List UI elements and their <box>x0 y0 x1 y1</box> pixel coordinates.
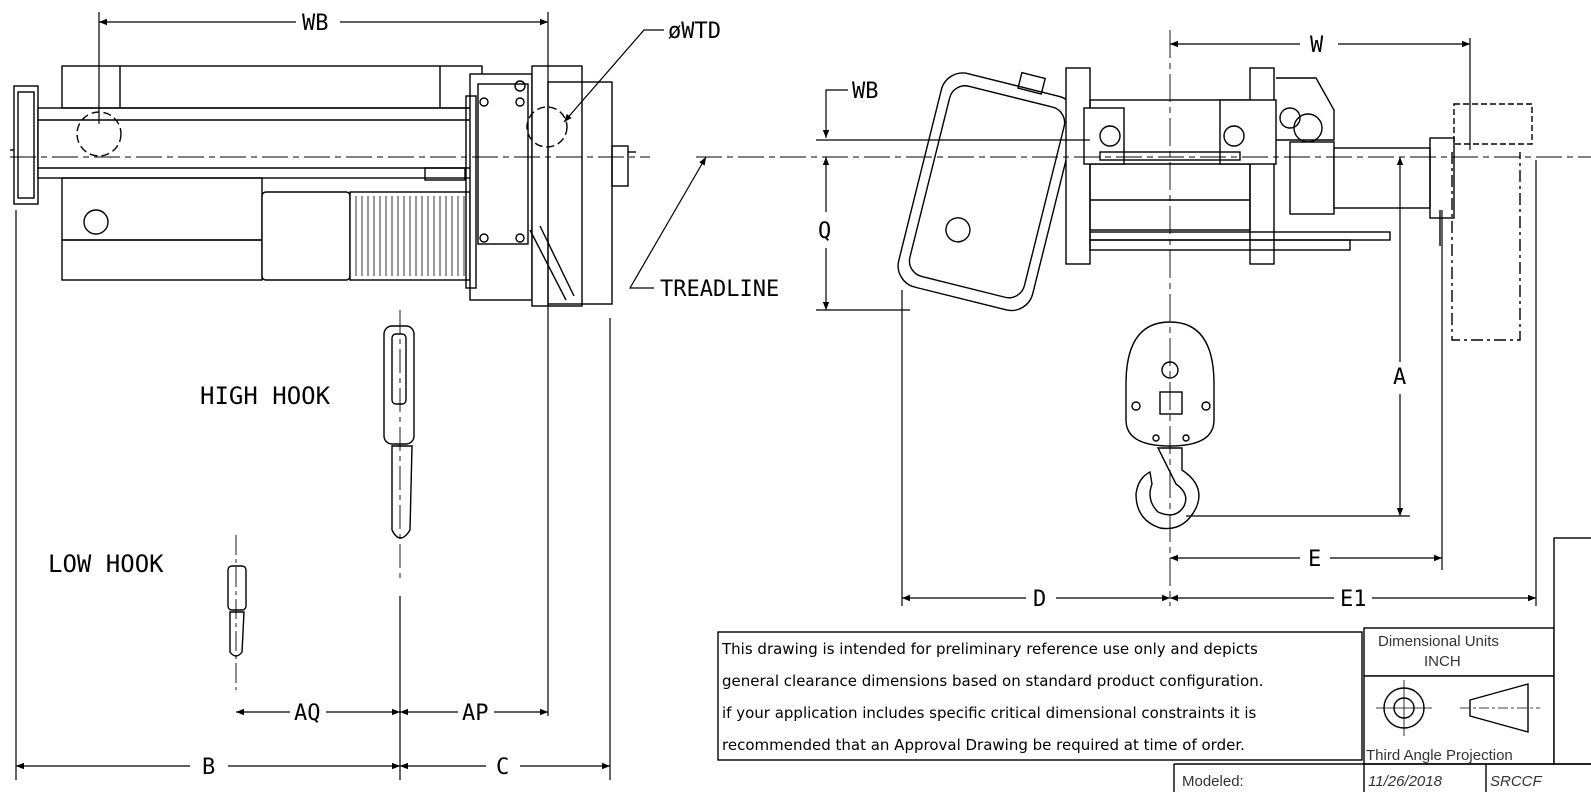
label-treadline: TREADLINE <box>660 277 779 302</box>
title-block-text: Dimensional Units INCH Third Angle Proje… <box>1182 633 1543 790</box>
label-d: D <box>1033 587 1046 612</box>
note-line-4: recommended that an Approval Drawing be … <box>722 736 1245 754</box>
label-w: W <box>1310 33 1324 58</box>
side-dimension-lines <box>816 38 1537 606</box>
label-high-hook: HIGH HOOK <box>200 382 331 410</box>
label-q: Q <box>818 219 831 244</box>
label-low-hook: LOW HOOK <box>48 550 164 578</box>
hoist-front-view <box>10 65 636 307</box>
modeled-label: Modeled: <box>1182 773 1244 790</box>
label-wtd: øWTD <box>668 19 721 44</box>
label-e: E <box>1308 547 1321 572</box>
label-b: B <box>202 755 215 780</box>
label-aq: AQ <box>294 701 321 726</box>
dimension-labels: WB øWTD TREADLINE W WB Q A E D E1 AQ AP … <box>48 11 1406 780</box>
label-c: C <box>496 755 509 780</box>
code-value: SRCCF <box>1490 773 1543 790</box>
units-value: INCH <box>1424 653 1461 670</box>
units-label: Dimensional Units <box>1378 633 1499 650</box>
date-value: 11/26/2018 <box>1368 773 1443 790</box>
projection-label: Third Angle Projection <box>1366 747 1513 764</box>
label-a: A <box>1393 365 1406 390</box>
motor-cooling-fins <box>355 196 465 276</box>
title-block <box>1173 537 1591 792</box>
low-hook-block <box>227 565 247 657</box>
label-wb-top: WB <box>302 11 329 36</box>
front-dimension-lines <box>15 12 707 780</box>
disclaimer-note: This drawing is intended for preliminary… <box>717 631 1363 761</box>
note-line-3: if your application includes specific cr… <box>722 704 1257 722</box>
hoist-side-view <box>897 67 1533 341</box>
high-hook-block <box>383 325 415 539</box>
label-wb-side: WB <box>852 79 879 104</box>
label-ap: AP <box>462 701 489 726</box>
label-e1: E1 <box>1340 587 1367 612</box>
note-line-2: general clearance dimensions based on st… <box>722 672 1264 690</box>
note-line-1: This drawing is intended for preliminary… <box>721 640 1258 658</box>
